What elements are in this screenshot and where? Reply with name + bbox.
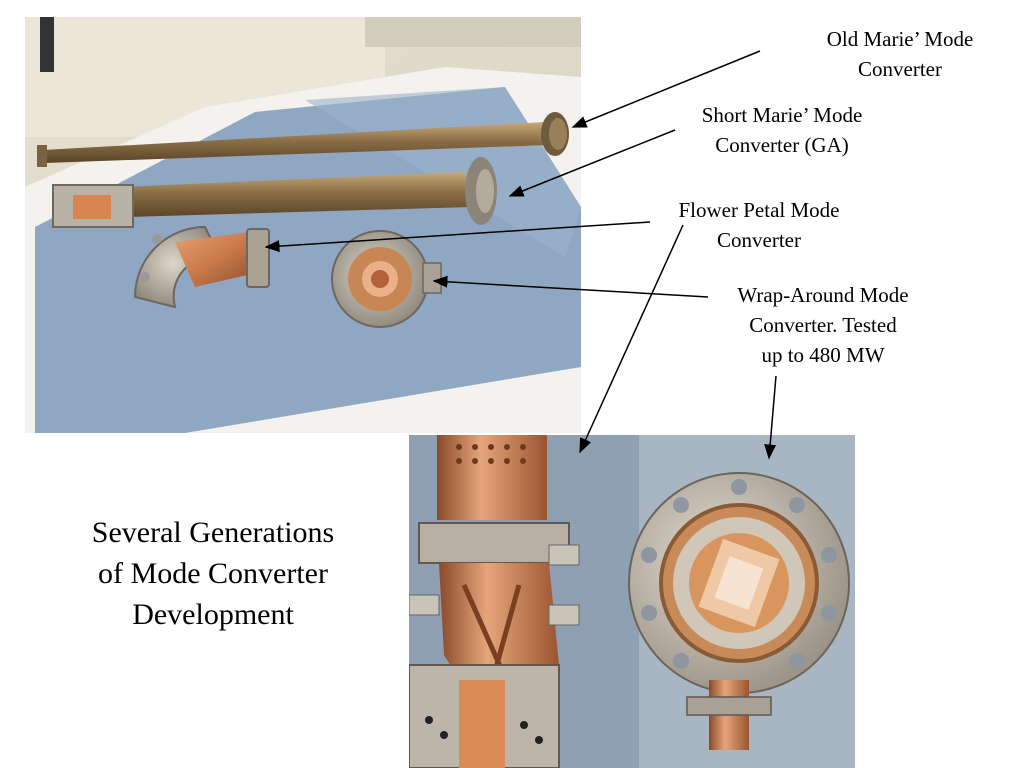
slide-title-line: Development <box>132 598 294 631</box>
callout-line: Converter (GA) <box>715 133 849 157</box>
callout-flower-petal: Flower Petal Mode Converter <box>648 195 870 255</box>
callout-line: Old Marie’ Mode <box>826 27 974 51</box>
slide-title-line: Several Generations <box>91 516 335 549</box>
arrow-flower-petal-bottom <box>579 224 684 454</box>
callout-line: Converter. Tested <box>749 313 897 337</box>
callout-old-marie: Old Marie’ Mode Converter <box>790 24 1010 84</box>
callout-line: Converter <box>717 228 801 252</box>
callout-line: Converter <box>858 57 942 81</box>
converter-closeup-photo-art <box>409 435 855 768</box>
mode-converters-photo-art <box>25 17 581 433</box>
mode-converters-photo <box>25 17 581 433</box>
slide-title: Several Generations of Mode Converter De… <box>58 512 368 635</box>
callout-line: up to 480 MW <box>761 343 885 367</box>
callout-line: Wrap-Around Mode <box>737 283 909 307</box>
callout-line: Short Marie’ Mode <box>701 103 863 127</box>
callout-short-marie: Short Marie’ Mode Converter (GA) <box>672 100 892 160</box>
callout-wrap-around: Wrap-Around Mode Converter. Tested up to… <box>708 280 938 370</box>
converter-closeup-photo <box>409 435 855 768</box>
callout-line: Flower Petal Mode <box>678 198 840 222</box>
slide-title-line: of Mode Converter <box>98 557 328 590</box>
